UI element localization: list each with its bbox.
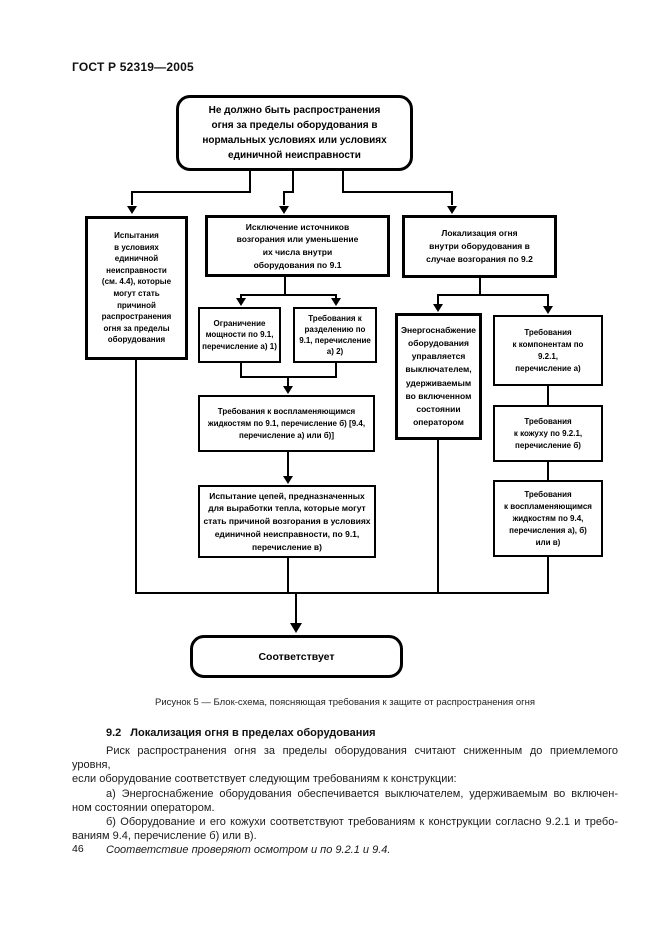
- body-line: Риск распространения огня за пределы обо…: [72, 745, 618, 772]
- flowchart-box-complies: Соответствует: [190, 635, 403, 678]
- arrowheads: [127, 206, 553, 633]
- body-line: а) Энергоснабжение оборудования обеспечи…: [106, 787, 618, 800]
- body-line: если оборудование соответствует следующи…: [72, 773, 457, 786]
- flowchart-box-no-fire-spread-goal: Не должно быть распространения огня за п…: [176, 95, 413, 171]
- section-9-2: 9.2 Локализация огня в пределах оборудова…: [72, 727, 618, 858]
- standard-number-header: ГОСТ Р 52319—2005: [72, 60, 194, 74]
- flowchart-box-component-requirements: Требования к компонентам по 9.2.1, переч…: [493, 315, 603, 386]
- flowchart-box-power-limit: Ограничение мощности по 9.1, перечислени…: [198, 307, 281, 363]
- flowchart-box-single-fault-tests: Испытания в условиях единичной неисправн…: [85, 216, 188, 360]
- body-line: ном состоянии оператором.: [72, 801, 215, 814]
- section-title: Локализация огня в пределах оборудования: [130, 727, 376, 739]
- body-line: б) Оборудование и его кожухи соответству…: [106, 816, 618, 829]
- flowchart-box-heat-circuit-tests: Испытание цепей, предназначенных для выр…: [198, 485, 376, 558]
- section-number: 9.2: [106, 727, 122, 739]
- flowchart-box-flammable-liquids-9-4: Требования к воспламеняющимся жидкостям …: [493, 480, 603, 557]
- flowchart-box-ignition-source-exclusion: Исключение источников возгорания или уме…: [205, 215, 390, 277]
- flowchart-box-enclosure-requirements: Требования к кожуху по 9.2.1, перечислен…: [493, 405, 603, 462]
- flowchart-box-separation-requirements: Требования к разделению по 9.1, перечисл…: [293, 307, 377, 363]
- page-number: 46: [72, 843, 84, 855]
- body-line: ваниям 9.4, перечисление б) или в).: [72, 830, 257, 843]
- flowchart-box-fire-localization: Локализация огня внутри оборудования в с…: [402, 215, 557, 278]
- figure-caption: Рисунок 5 — Блок-схема, поясняющая требо…: [155, 697, 535, 708]
- body-line-verification: Соответствие проверяют осмотром и по 9.2…: [106, 844, 391, 857]
- flowchart-box-flammable-liquids-9-1: Требования к воспламеняющимся жидкостям …: [198, 395, 375, 452]
- flowchart-box-operator-held-switch: Энергоснабжение оборудования управляется…: [395, 313, 482, 440]
- section-heading: 9.2 Локализация огня в пределах оборудова…: [106, 727, 618, 739]
